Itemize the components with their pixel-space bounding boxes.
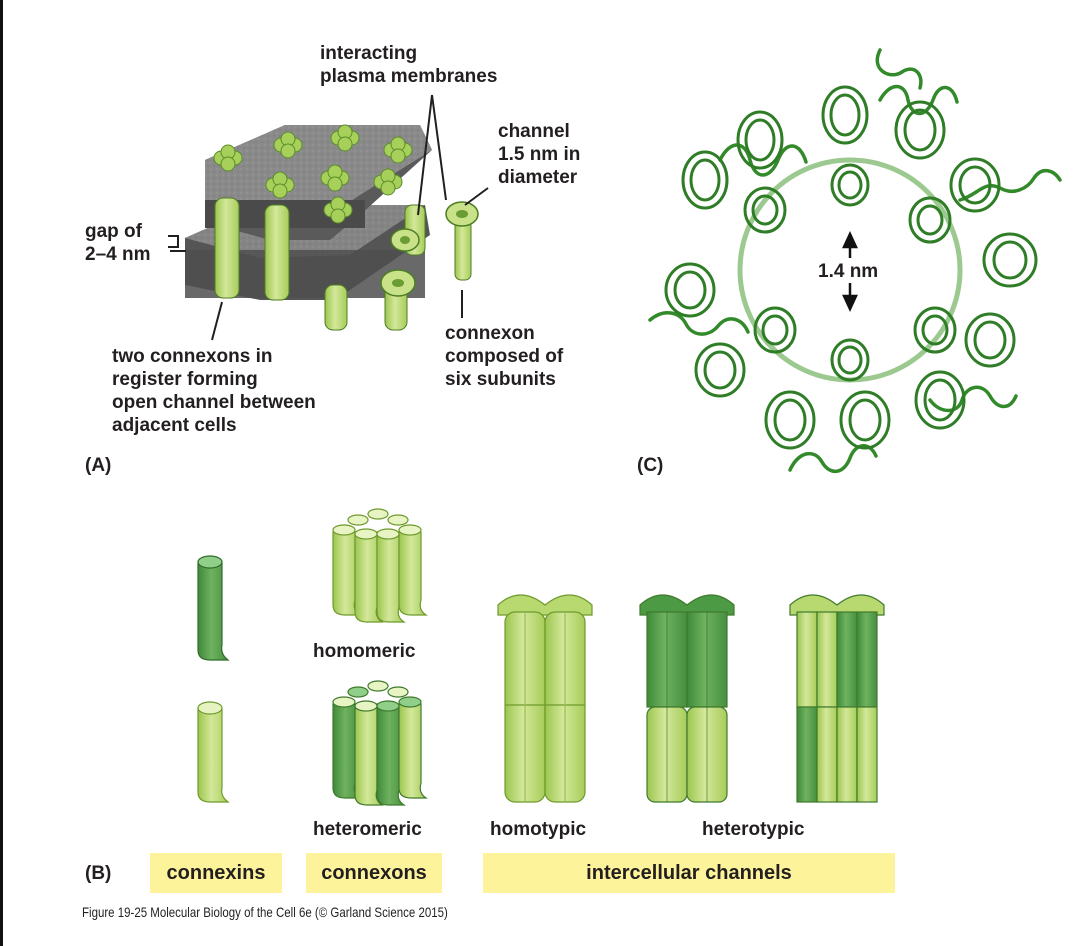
- label-channel-diameter: channel 1.5 nm in diameter: [498, 121, 581, 188]
- label-homotypic: homotypic: [490, 819, 587, 840]
- heterotypic-channel-1: [639, 594, 735, 803]
- label-two-connexons: two connexons in register forming open c…: [112, 346, 316, 436]
- label-gap: gap of 2–4 nm: [85, 221, 151, 265]
- label-pore-size: 1.4 nm: [818, 261, 879, 282]
- membrane-illustration: [185, 124, 479, 331]
- label-heteromeric: heteromeric: [313, 819, 422, 840]
- connexin-light: [197, 701, 230, 803]
- panel-a-pointers: [168, 94, 489, 341]
- pore-arrows: [842, 231, 858, 312]
- panel-b-label: (B): [85, 863, 112, 884]
- group-connexons: connexons: [306, 853, 442, 893]
- connexin-dark: [197, 555, 230, 661]
- panel-c-label: (C): [637, 455, 664, 476]
- group-intercellular-channels: intercellular channels: [483, 853, 895, 893]
- panel-a-label: (A): [85, 455, 112, 476]
- connexin-structure: [648, 48, 1062, 473]
- homotypic-channel: [497, 594, 593, 803]
- label-homomeric: homomeric: [313, 641, 416, 662]
- label-connexon-subunits: connexon composed of six subunits: [445, 323, 564, 390]
- heteromeric-connexon: [332, 680, 429, 806]
- label-heterotypic: heterotypic: [702, 819, 805, 840]
- label-interacting-membranes: interacting plasma membranes: [320, 43, 498, 87]
- figure-caption: Figure 19-25 Molecular Biology of the Ce…: [82, 904, 448, 920]
- homomeric-connexon: [332, 508, 429, 623]
- group-connexins: connexins: [150, 853, 282, 893]
- heterotypic-channel-2: [789, 594, 885, 803]
- left-border: [0, 0, 3, 946]
